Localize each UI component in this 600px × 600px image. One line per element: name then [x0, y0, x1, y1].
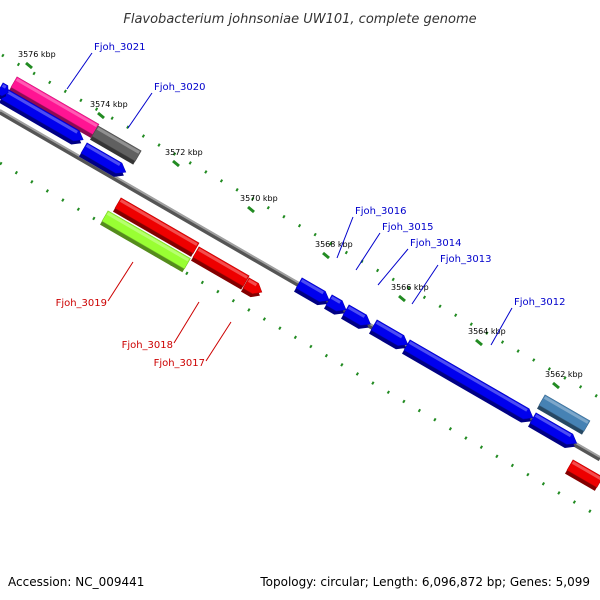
gene-label: Fjoh_3014: [410, 238, 461, 249]
gene-label-leader: [107, 261, 134, 302]
gene-label: Fjoh_3021: [94, 42, 145, 53]
gene-label-leader: [66, 52, 93, 90]
accession-text: Accession: NC_009441: [8, 575, 144, 589]
kbp-tick: [552, 381, 560, 390]
gene-label-leader: [336, 216, 354, 259]
gene-gray: [89, 125, 142, 165]
gene-label: Fjoh_3012: [514, 297, 565, 308]
gene-label: Fjoh_3017: [154, 358, 205, 369]
gene-forward: [323, 294, 347, 315]
gene-labels: Fjoh_3021Fjoh_3020Fjoh_3016Fjoh_3015Fjoh…: [56, 42, 566, 369]
gene-reverse: [190, 246, 250, 290]
gene-reverse: [564, 459, 600, 491]
gene-label-leader: [173, 301, 200, 344]
gene-label-leader: [377, 248, 409, 286]
gene-forward: [293, 277, 330, 306]
gene-forward: [0, 82, 9, 100]
kbp-tick: [25, 61, 33, 70]
kbp-tick: [97, 111, 105, 120]
gene-label-leader: [490, 307, 513, 346]
gene-label-leader: [127, 92, 153, 129]
gene-steel: [536, 394, 591, 435]
kbp-tick: [398, 294, 406, 303]
gene-reverse: [112, 197, 200, 257]
gene-yellow-green: [99, 210, 191, 273]
kbp-label: 3570 kbp: [240, 194, 278, 203]
kbp-label: 3562 kbp: [545, 370, 583, 379]
kbp-label: 3576 kbp: [18, 50, 56, 59]
gene-label: Fjoh_3015: [382, 222, 433, 233]
kbp-label: 3574 kbp: [90, 100, 128, 109]
gene-label: Fjoh_3020: [154, 82, 205, 93]
kbp-labels: 3576 kbp 3574 kbp 3572 kbp 3570 kbp 3568 kbp…: [18, 50, 583, 390]
kbp-label: 3566 kbp: [391, 283, 429, 292]
gene-forward: [368, 319, 409, 350]
gene-label: Fjoh_3016: [355, 206, 406, 217]
kbp-label: 3572 kbp: [165, 148, 203, 157]
kbp-tick: [322, 251, 330, 260]
gene-forward: [78, 142, 127, 177]
gene-features: [0, 76, 600, 491]
kbp-label: 3568 kbp: [315, 240, 353, 249]
gene-forward: [340, 304, 371, 329]
kbp-tick: [475, 338, 483, 347]
gene-label: Fjoh_3013: [440, 254, 491, 265]
gene-label: Fjoh_3018: [122, 340, 173, 351]
map-title: Flavobacterium johnsoniae UW101, complet…: [123, 12, 476, 27]
gene-label-leader: [205, 321, 232, 362]
kbp-tick: [172, 159, 180, 168]
gene-reverse: [240, 277, 263, 298]
gene-forward: [527, 412, 578, 448]
gene-label-leader: [355, 232, 381, 271]
gene-forward: [401, 339, 534, 423]
gene-magenta: [8, 76, 100, 139]
inner-tick-row: [0, 161, 599, 518]
gene-label-leader: [411, 264, 439, 305]
gene-forward: [0, 88, 84, 145]
kbp-label: 3564 kbp: [468, 327, 506, 336]
kbp-tick: [247, 205, 255, 214]
gene-label: Fjoh_3019: [56, 298, 107, 309]
genome-summary-text: Topology: circular; Length: 6,096,872 bp…: [259, 575, 590, 589]
